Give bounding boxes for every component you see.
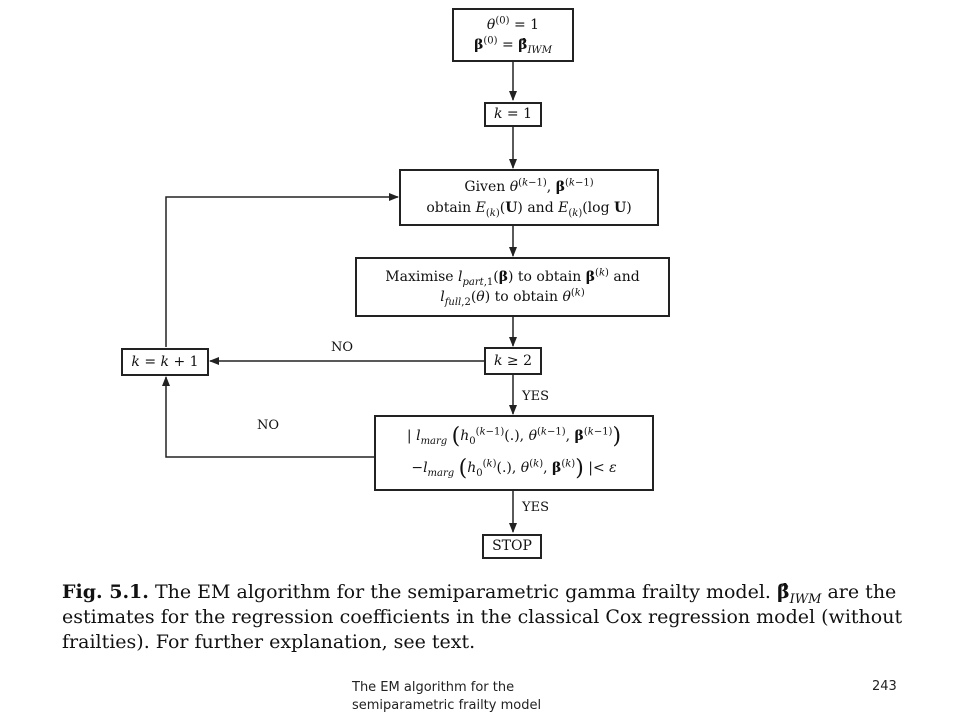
edge-label-no-2: NO [257,418,280,433]
node-init-line1: θ(0) = 1 [486,15,540,33]
node-conv-line2: −lmarg (h0(k)(.), θ(k), β(k)) |< ε [411,456,617,481]
node-estep-line1: Given θ(k−1), β(k−1) [464,177,594,196]
node-estep: Given θ(k−1), β(k−1) obtain E(k)(U) and … [399,169,659,226]
figure-caption: Fig. 5.1. The EM algorithm for the semip… [62,580,922,655]
footer-page-number: 243 [872,679,897,694]
footer-title: The EM algorithm for the semiparametric … [352,680,542,713]
node-stop-text: STOP [492,538,532,555]
edge-label-yes-1: YES [522,389,549,404]
caption-beta-hat: β̂ [777,581,790,603]
node-stop: STOP [482,534,542,559]
node-mstep-line1: Maximise lpart,1(β) to obtain β(k) and [385,267,640,288]
caption-text-b: are the estimates for the regression coe… [62,581,903,653]
node-mstep-line2: lfull,2(θ) to obtain θ(k) [440,287,585,308]
node-mstep: Maximise lpart,1(β) to obtain β(k) and l… [355,257,670,317]
edge-label-yes-2: YES [522,500,549,515]
node-k-init: k = 1 [484,102,542,127]
edge-label-no-1: NO [331,340,354,355]
node-conv-line1: | lmarg (h0(k−1)(.), θ(k−1), β(k−1)) [406,424,622,450]
node-k-increment: k = k + 1 [121,348,209,376]
caption-figure-label: Fig. 5.1. [62,581,149,603]
node-k-init-text: k = 1 [493,106,533,123]
caption-text-a: The EM algorithm for the semiparametric … [154,581,771,603]
node-k-check-text: k ≥ 2 [493,352,533,369]
arrow-conv-no-to-kincr [162,376,374,458]
node-estep-line2: obtain E(k)(U) and E(k)(log U) [426,199,632,219]
node-convergence-check: | lmarg (h0(k−1)(.), θ(k−1), β(k−1)) −lm… [374,415,654,491]
node-k-increment-text: k = k + 1 [131,353,199,370]
caption-beta-hat-sub: IWM [789,591,822,607]
node-init-line2: β(0) = β̂IWM [474,35,552,56]
arrow-kincr-to-estep [165,193,399,347]
node-k-check: k ≥ 2 [484,347,542,375]
node-init: θ(0) = 1 β(0) = β̂IWM [452,8,574,62]
